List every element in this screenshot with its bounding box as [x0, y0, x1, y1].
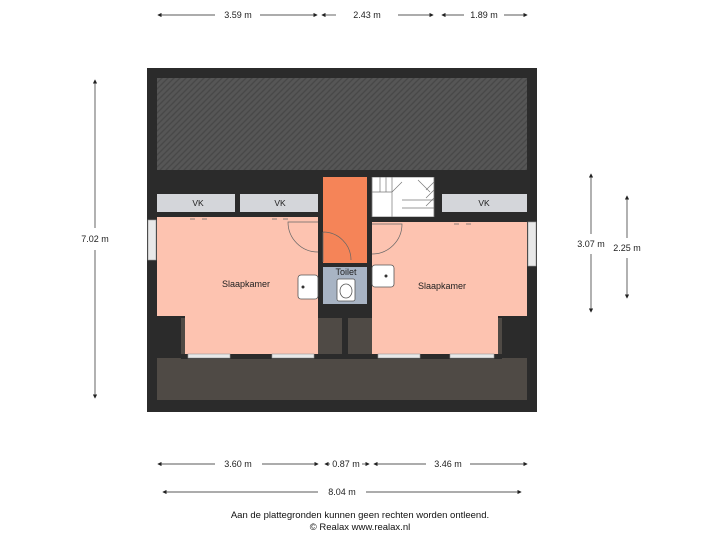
room-label-vk-2: VK	[274, 198, 286, 208]
door-swings	[287, 221, 403, 262]
dimension-lines-right	[588, 173, 630, 313]
sloping-ceiling-marks	[190, 218, 471, 225]
wall-stair-bottom	[367, 217, 442, 222]
eaves-left-step	[157, 318, 181, 358]
eaves-right-step	[502, 318, 527, 358]
copyright-text: © Realax www.realax.nl	[309, 522, 411, 533]
dim-total: 8.04 m	[328, 487, 356, 497]
room-label-vk-3: VK	[478, 198, 490, 208]
dim-right-inner: 2.25 m	[613, 243, 641, 253]
dimension-lines-bottom	[157, 461, 528, 495]
sink-left	[297, 274, 319, 300]
wall-between-bedrooms	[342, 304, 348, 358]
dim-top-2: 2.43 m	[353, 10, 381, 20]
dim-left: 7.02 m	[81, 234, 109, 244]
wall-vk-left	[157, 212, 318, 217]
dim-bottom-2: 0.87 m	[332, 459, 360, 469]
bedroom-left-floor	[157, 217, 318, 354]
wall-center-right	[367, 217, 372, 267]
roof-area	[157, 78, 527, 170]
landing-floor	[323, 177, 367, 267]
vk-divider-1	[235, 177, 240, 214]
room-label-bedroom-right: Slaapkamer	[418, 281, 466, 291]
wall-top-row	[157, 170, 527, 177]
staircase	[371, 176, 435, 218]
sink-right	[371, 264, 395, 288]
dim-top-3: 1.89 m	[470, 10, 498, 20]
room-label-vk-1: VK	[192, 198, 204, 208]
bedroom-right-floor	[372, 222, 527, 354]
vk-divider-2	[437, 177, 442, 214]
wall-bottom	[181, 354, 502, 359]
dim-top-1: 3.59 m	[224, 10, 252, 20]
vk-strip-3	[442, 194, 527, 212]
dim-bottom-3: 3.46 m	[434, 459, 462, 469]
vk-strip-2	[240, 194, 318, 212]
room-label-bedroom-left: Slaapkamer	[222, 279, 270, 289]
dim-right-outer: 3.07 m	[577, 239, 605, 249]
wall-vk-right	[442, 212, 527, 217]
disclaimer-text: Aan de plattegronden kunnen geen rechten…	[230, 510, 490, 521]
vk-strip-1	[157, 194, 235, 212]
room-label-toilet: Toilet	[335, 267, 357, 277]
dim-bottom-1: 3.60 m	[224, 459, 252, 469]
toilet-bowl	[336, 278, 356, 302]
windows	[147, 219, 537, 359]
wall-center-left	[318, 177, 323, 267]
